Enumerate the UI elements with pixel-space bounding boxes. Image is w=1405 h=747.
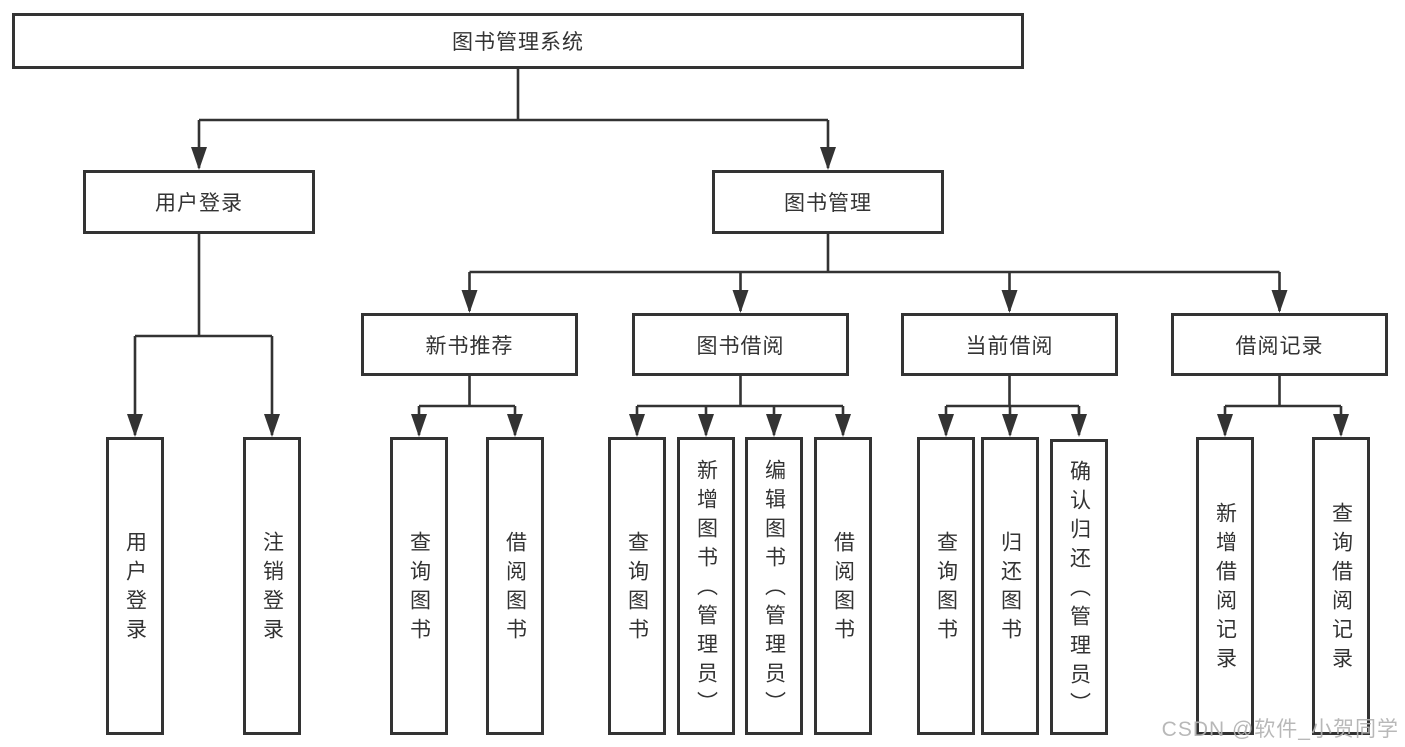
leaf-query-book-recommend: 查询图书 bbox=[390, 437, 448, 735]
csdn-watermark: CSDN @软件_小贺同学 bbox=[1161, 718, 1399, 741]
leaf-return-book: 归还图书 bbox=[981, 437, 1039, 735]
node-book-management: 图书管理 bbox=[712, 170, 944, 234]
node-root-library-management-system: 图书管理系统 bbox=[12, 13, 1024, 69]
arrowheads bbox=[127, 147, 1349, 437]
node-user-login: 用户登录 bbox=[83, 170, 315, 234]
leaf-add-book-admin: 新增图书（管理员） bbox=[677, 437, 735, 735]
node-current-borrow: 当前借阅 bbox=[901, 313, 1118, 376]
tree-edges bbox=[133, 69, 1343, 435]
leaf-logout: 注销登录 bbox=[243, 437, 301, 735]
leaf-borrow-book-recommend: 借阅图书 bbox=[486, 437, 544, 735]
leaf-query-book-current: 查询图书 bbox=[917, 437, 975, 735]
leaf-query-borrow-record: 查询借阅记录 bbox=[1312, 437, 1370, 735]
leaf-add-borrow-record: 新增借阅记录 bbox=[1196, 437, 1254, 735]
leaf-confirm-return-admin: 确认归还（管理员） bbox=[1050, 439, 1108, 735]
leaf-user-login: 用户登录 bbox=[106, 437, 164, 735]
leaf-borrow-book: 借阅图书 bbox=[814, 437, 872, 735]
node-borrow-records: 借阅记录 bbox=[1171, 313, 1388, 376]
leaf-edit-book-admin: 编辑图书（管理员） bbox=[745, 437, 803, 735]
leaf-query-book-borrow: 查询图书 bbox=[608, 437, 666, 735]
node-new-book-recommend: 新书推荐 bbox=[361, 313, 578, 376]
node-book-borrow: 图书借阅 bbox=[632, 313, 849, 376]
